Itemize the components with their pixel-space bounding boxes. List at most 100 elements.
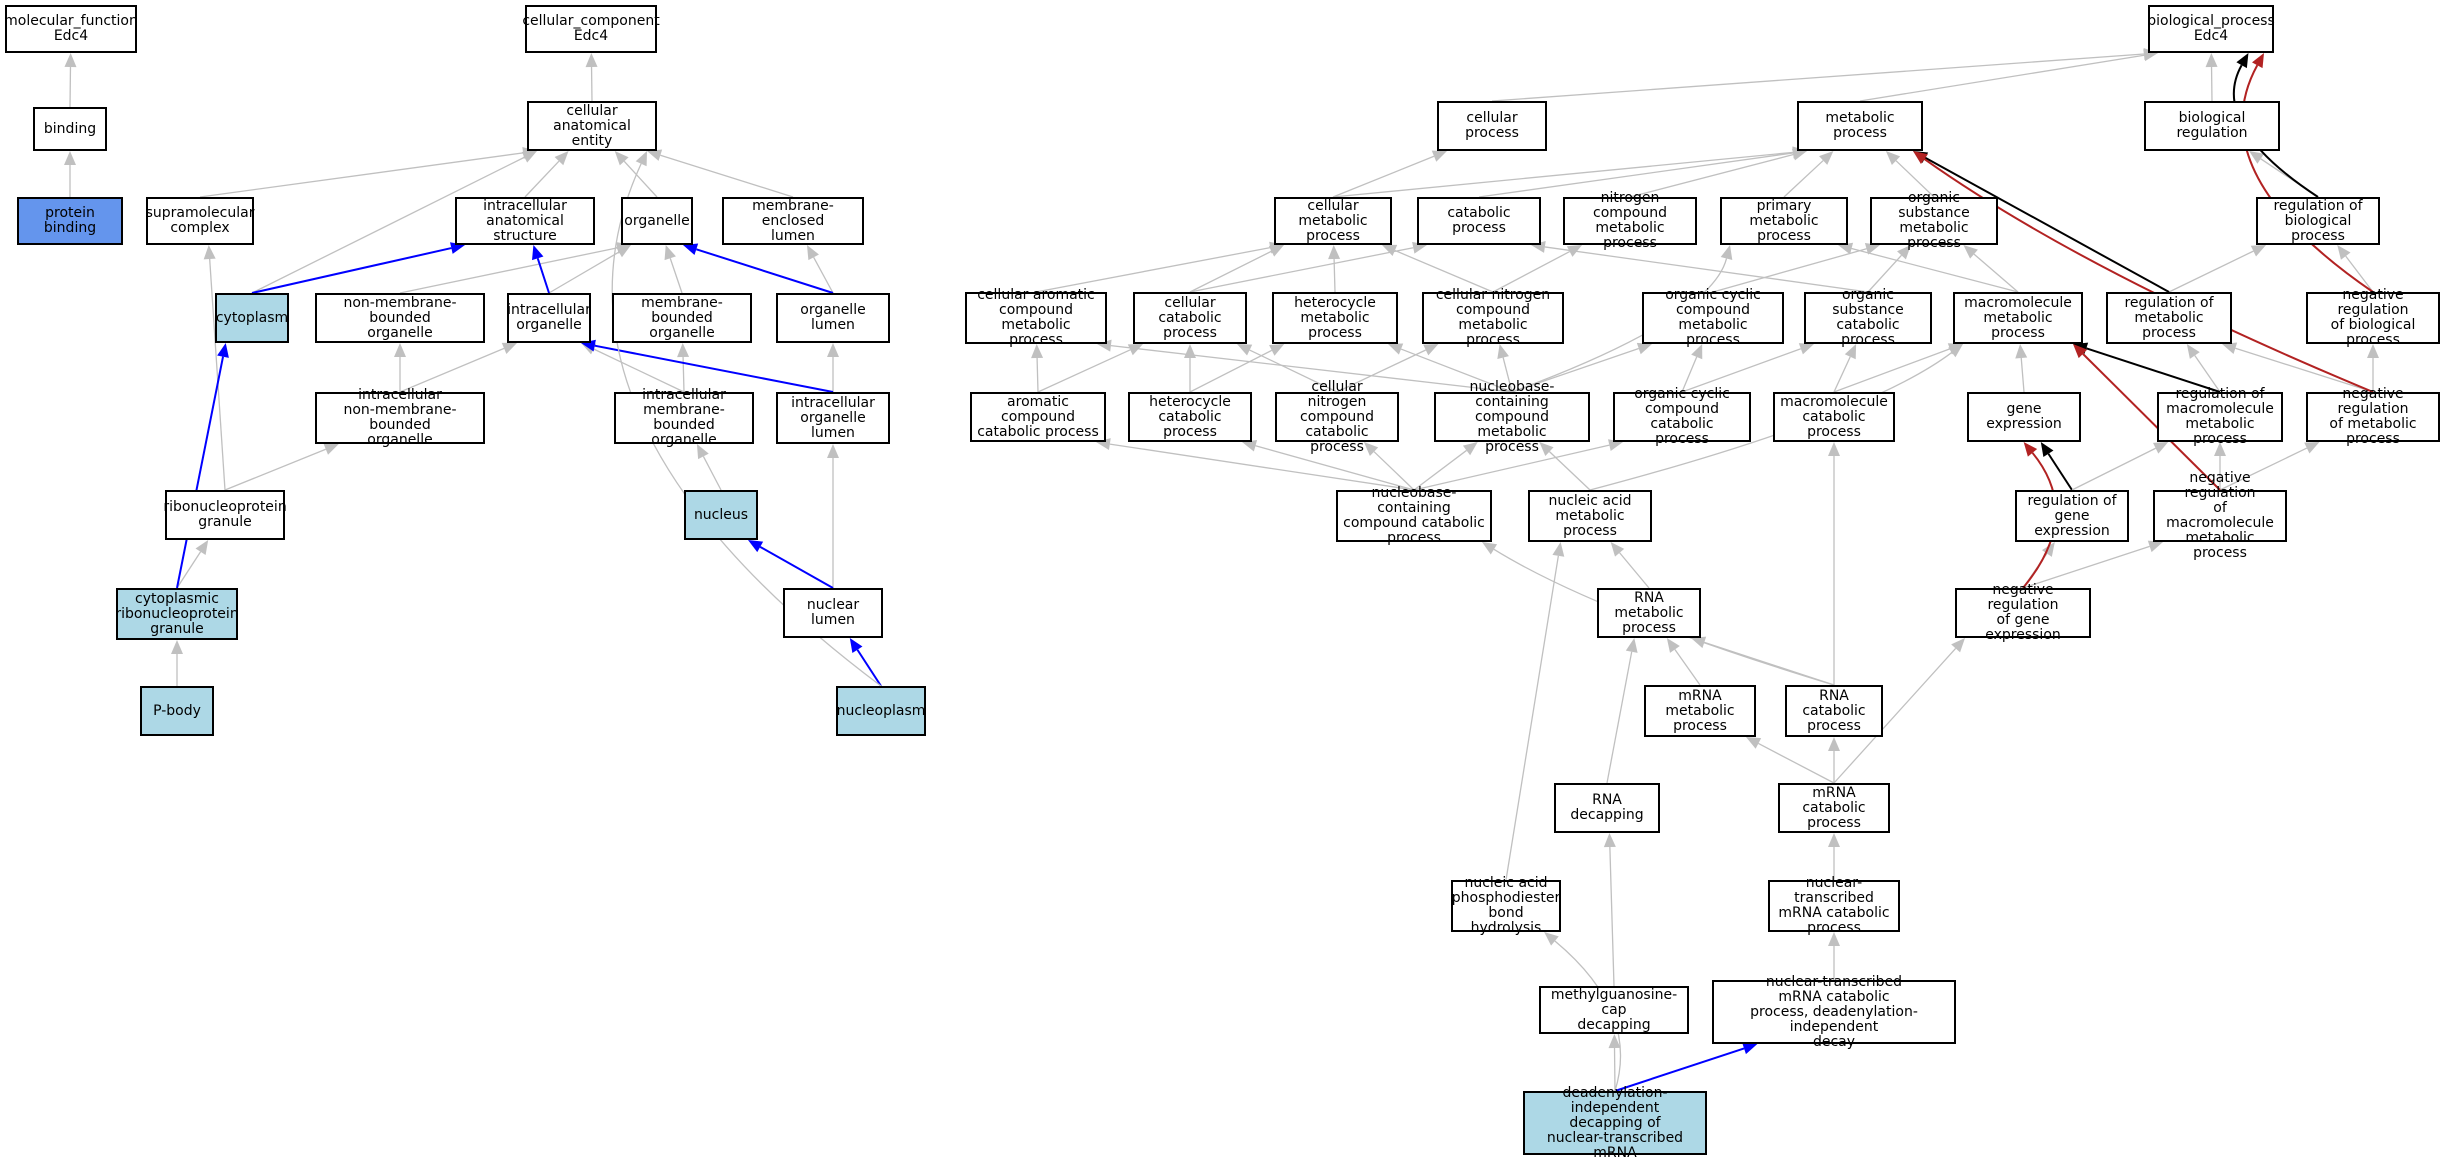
node-organic-substance-catabolic-process[interactable]: organic substance catabolic process [1804,292,1932,344]
edge-mp-to-bp [1860,49,2158,101]
edge-arrowhead [683,244,698,255]
edge-mbo-to-organelle [665,245,682,293]
node-heterocycle-metabolic-process[interactable]: heterocycle metabolic process [1272,292,1398,344]
node-cellular-catabolic-process[interactable]: cellular catabolic process [1133,292,1247,344]
edge-mel-to-cae [647,149,793,197]
edge-line [595,346,833,392]
edge-rnacp-to-rnamp [1691,637,1834,685]
node-biological-process[interactable]: biological_process Edc4 [2148,5,2274,53]
node-deadenylation-independent-decapping[interactable]: deadenylation-independent decapping of n… [1523,1091,1707,1155]
node-mrna-metabolic-process[interactable]: mRNA metabolic process [1644,685,1756,737]
node-organic-cyclic-compound-metabolic-process[interactable]: organic cyclic compound metabolic proces… [1642,292,1784,344]
node-cellular-nitrogen-compound-catabolic-process[interactable]: cellular nitrogen compound catabolic pro… [1275,392,1399,442]
node-membrane-enclosed-lumen[interactable]: membrane-enclosed lumen [722,197,864,245]
node-cellular-anatomical-entity[interactable]: cellular anatomical entity [527,101,657,151]
node-nuclear-transcribed-mrna-catabolic-process[interactable]: nuclear-transcribed mRNA catabolic proce… [1768,880,1900,932]
node-non-membrane-bounded-organelle[interactable]: non-membrane-bounded organelle [315,293,485,343]
node-nucleic-acid-phosphodiester-bond-hydrolysis[interactable]: nucleic acid phosphodiester bond hydroly… [1451,880,1561,932]
edge-arrowhead [532,245,543,260]
edge-accp-to-cacmp [1031,344,1043,392]
node-protein-binding[interactable]: protein binding [17,197,123,245]
node-methylguanosine-cap-decapping[interactable]: methylguanosine-cap decapping [1539,986,1689,1034]
node-cellular-nitrogen-compound-metabolic-process[interactable]: cellular nitrogen compound metabolic pro… [1422,292,1564,344]
edge-rge-to-rmmp [2072,442,2168,490]
edge-arrowhead [665,245,676,260]
node-regulation-of-macromolecule-metabolic-process[interactable]: regulation of macromolecule metabolic pr… [2157,392,2283,442]
node-organelle-lumen[interactable]: organelle lumen [776,293,890,343]
node-cellular-aromatic-compound-metabolic-process[interactable]: cellular aromatic compound metabolic pro… [965,292,1107,344]
edge-arrowhead [807,245,819,260]
node-regulation-of-gene-expression[interactable]: regulation of gene expression [2015,490,2129,542]
node-nuclear-transcribed-mrna-catabolic-process-deadenylation-independent-decay[interactable]: nuclear-transcribed mRNA catabolic proce… [1712,980,1956,1044]
node-negative-regulation-of-biological-process[interactable]: negative regulation of biological proces… [2306,292,2440,344]
node-binding[interactable]: binding [33,107,107,151]
node-cellular-metabolic-process[interactable]: cellular metabolic process [1274,197,1392,245]
edge-rge-to-ge [2041,442,2072,490]
edge-arrowhead [2236,53,2248,68]
node-catabolic-process[interactable]: catabolic process [1417,197,1541,245]
node-nucleobase-containing-compound-metabolic-process[interactable]: nucleobase-containing compound metabolic… [1434,392,1590,442]
edge-cncmp-to-cmp [1382,245,1493,292]
node-nucleic-acid-metabolic-process[interactable]: nucleic acid metabolic process [1528,490,1652,542]
node-macromolecule-catabolic-process[interactable]: macromolecule catabolic process [1773,392,1895,442]
edge-arrowhead [1626,638,1638,653]
node-cytoplasm[interactable]: cytoplasm [215,293,289,343]
edge-arrowhead [850,638,863,653]
node-intracellular-organelle-lumen[interactable]: intracellular organelle lumen [776,392,890,444]
node-gene-expression[interactable]: gene expression [1967,392,2081,442]
node-negative-regulation-of-gene-expression[interactable]: negative regulation of gene expression [1955,588,2091,638]
node-nucleoplasm[interactable]: nucleoplasm [836,686,926,736]
node-metabolic-process[interactable]: metabolic process [1797,101,1923,151]
edge-didec-to-ntmcpdi [1615,1043,1757,1091]
edge-rnacp-to-mccp [1828,442,1840,685]
node-negative-regulation-of-macromolecule-metabolic-process[interactable]: negative regulation of macromolecule met… [2153,490,2287,542]
node-nucleobase-containing-compound-catabolic-process[interactable]: nucleobase-containing compound catabolic… [1336,490,1492,542]
edge-ge-to-macmp [2015,344,2027,392]
node-p-body[interactable]: P-body [140,686,214,736]
edge-cae-to-cc [586,53,598,101]
node-nitrogen-compound-metabolic-process[interactable]: nitrogen compound metabolic process [1563,197,1697,245]
node-nucleus[interactable]: nucleus [684,490,758,540]
node-molecular-function[interactable]: molecular_function Edc4 [5,5,137,53]
node-intracellular-non-membrane-bounded-organelle[interactable]: intracellular non-membrane-bounded organ… [315,392,485,444]
node-heterocycle-catabolic-process[interactable]: heterocycle catabolic process [1128,392,1252,442]
node-cytoplasmic-ribonucleoprotein-granule[interactable]: cytoplasmic ribonucleoprotein granule [116,588,238,640]
edge-arrowhead [2337,245,2350,260]
edge-arrowhead [171,640,183,654]
edge-arrowhead [1828,833,1840,847]
node-intracellular-organelle[interactable]: intracellular organelle [507,293,591,343]
node-negative-regulation-of-metabolic-process[interactable]: negative regulation of metabolic process [2306,392,2440,442]
node-primary-metabolic-process[interactable]: primary metabolic process [1720,197,1848,245]
node-rna-metabolic-process[interactable]: RNA metabolic process [1597,588,1701,638]
node-cellular-component[interactable]: cellular_component Edc4 [525,5,657,53]
node-mrna-catabolic-process[interactable]: mRNA catabolic process [1778,783,1890,833]
edge-arrowhead [196,540,209,555]
edge-arrowhead [1184,344,1196,358]
node-ribonucleoprotein-granule[interactable]: ribonucleoprotein granule [165,490,285,540]
edge-ntmcp-to-mrnacp [1828,833,1840,880]
node-intracellular-anatomical-structure[interactable]: intracellular anatomical structure [455,197,595,245]
edge-line [525,161,559,197]
node-membrane-bounded-organelle[interactable]: membrane-bounded organelle [612,293,752,343]
node-regulation-of-biological-process[interactable]: regulation of biological process [2256,197,2380,245]
node-regulation-of-metabolic-process[interactable]: regulation of metabolic process [2106,292,2232,344]
node-organelle[interactable]: organelle [621,197,693,245]
edge-arrowhead [2024,442,2038,457]
node-intracellular-membrane-bounded-organelle[interactable]: intracellular membrane-bounded organelle [614,392,754,444]
node-supramolecular-complex[interactable]: supramolecular complex [146,197,254,245]
node-rna-catabolic-process[interactable]: RNA catabolic process [1785,685,1883,737]
node-organic-substance-metabolic-process[interactable]: organic substance metabolic process [1870,197,1998,245]
node-nuclear-lumen[interactable]: nuclear lumen [783,588,883,638]
edge-line [1038,350,1130,392]
node-rna-decapping[interactable]: RNA decapping [1554,783,1660,833]
edge-iol-to-ol [827,343,839,392]
edge-occmp-to-osmp [1713,243,1880,292]
edge-binding-to-mf [64,53,76,107]
node-organic-cyclic-compound-catabolic-process[interactable]: organic cyclic compound catabolic proces… [1613,392,1751,442]
node-biological-regulation[interactable]: biological regulation [2144,101,2280,151]
node-cellular-process[interactable]: cellular process [1437,101,1547,151]
node-macromolecule-metabolic-process[interactable]: macromolecule metabolic process [1953,292,2083,344]
node-aromatic-compound-catabolic-process[interactable]: aromatic compound catabolic process [970,392,1106,442]
